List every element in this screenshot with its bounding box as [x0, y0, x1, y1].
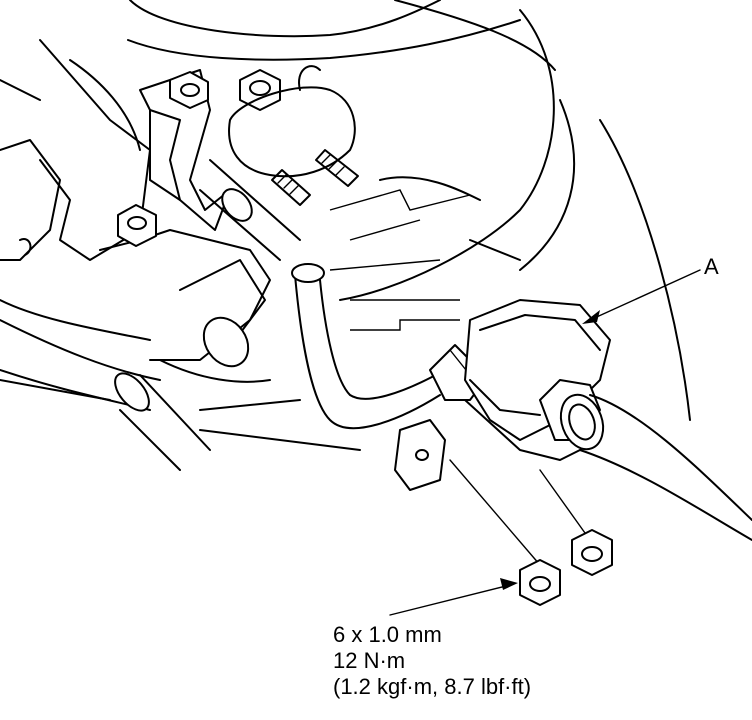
engine-housing [127, 0, 691, 421]
leader-line-a [582, 269, 701, 324]
callout-label-a: A [704, 254, 719, 279]
routing-dashes [329, 189, 471, 331]
flange-nut-right [571, 529, 613, 576]
nut-guide-lines [449, 459, 591, 566]
lower-left-pipe [114, 372, 211, 471]
nut-torque-alt: (1.2 kgf·m, 8.7 lbf·ft) [333, 674, 532, 699]
nut-spec-block: 6 x 1.0 mm 12 N·m (1.2 kgf·m, 8.7 lbf·ft… [333, 622, 531, 700]
engine-nut-2 [169, 71, 209, 109]
right-hose [559, 393, 752, 541]
upper-pipe [199, 159, 301, 261]
nut-size: 6 x 1.0 mm [333, 622, 442, 647]
flange-nut-left [519, 559, 561, 606]
left-cylinder [179, 259, 266, 368]
leader-line-spec [389, 578, 518, 616]
engine-nut-1 [239, 69, 281, 111]
engine-nut-3 [117, 204, 157, 247]
nut-torque-nm: 12 N·m [333, 648, 406, 673]
lower-bracket [394, 419, 446, 491]
bent-hose [291, 263, 446, 430]
stud-2 [315, 149, 359, 187]
mounting-plate [228, 65, 356, 178]
